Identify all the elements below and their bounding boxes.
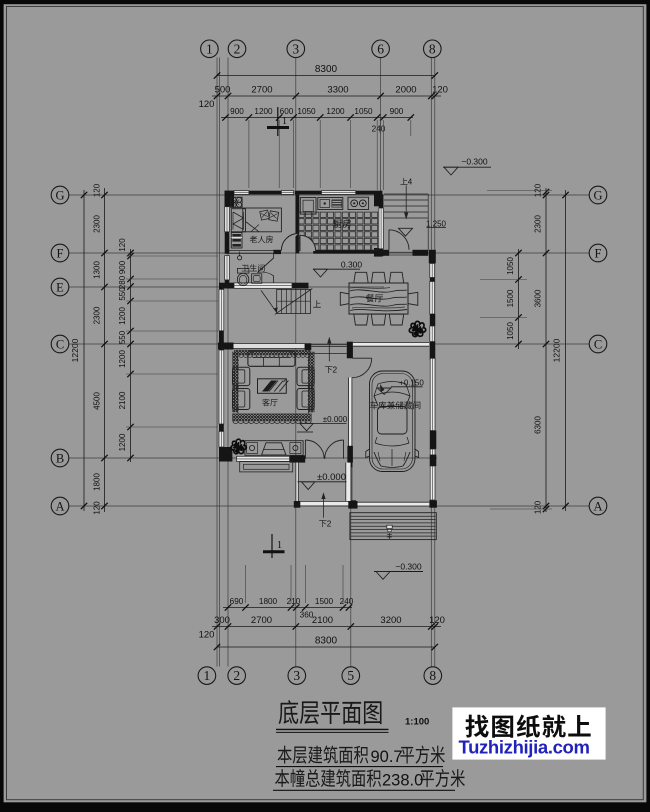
svg-text:120: 120 (432, 85, 448, 96)
svg-text:B: B (56, 451, 64, 465)
svg-text:120: 120 (93, 501, 102, 515)
svg-text:12200: 12200 (552, 338, 562, 362)
svg-text:1500: 1500 (506, 289, 515, 307)
svg-text:−0.300: −0.300 (461, 157, 488, 167)
svg-text:2300: 2300 (534, 215, 543, 233)
svg-text:6: 6 (377, 41, 384, 56)
svg-text:2: 2 (332, 365, 337, 375)
svg-text:1.250: 1.250 (426, 219, 447, 228)
svg-text:±0.000: ±0.000 (323, 415, 348, 424)
svg-text:1050: 1050 (506, 257, 515, 275)
svg-text:240: 240 (372, 125, 386, 134)
svg-text:3300: 3300 (327, 85, 348, 96)
svg-text:900: 900 (118, 260, 127, 274)
svg-text:0.300: 0.300 (341, 260, 363, 270)
svg-text:F: F (595, 246, 602, 260)
svg-text:1800: 1800 (259, 597, 278, 606)
svg-text:1200: 1200 (118, 350, 127, 368)
svg-text:8: 8 (429, 668, 436, 683)
svg-text:690: 690 (230, 597, 244, 606)
svg-text:900: 900 (390, 107, 404, 116)
svg-text:2100: 2100 (312, 615, 333, 626)
svg-text:1200: 1200 (118, 307, 127, 325)
svg-text:550: 550 (118, 287, 127, 301)
svg-text:+0.150: +0.150 (399, 379, 424, 388)
svg-text:120: 120 (199, 99, 215, 110)
svg-text:A: A (593, 499, 602, 513)
svg-text:2700: 2700 (251, 85, 272, 96)
svg-text:2: 2 (234, 41, 241, 56)
svg-text:1200: 1200 (326, 107, 345, 116)
svg-text:120: 120 (534, 500, 543, 514)
svg-text:550: 550 (118, 330, 127, 344)
svg-text:238.0: 238.0 (382, 772, 423, 790)
svg-text:2300: 2300 (93, 306, 102, 324)
svg-text:3: 3 (292, 41, 299, 56)
svg-text:1:100: 1:100 (405, 717, 429, 728)
svg-text:A: A (55, 499, 64, 513)
svg-text:1200: 1200 (254, 107, 273, 116)
svg-text:5: 5 (347, 668, 354, 683)
svg-text:2000: 2000 (395, 85, 416, 96)
svg-text:280: 280 (118, 275, 127, 289)
svg-text:1: 1 (206, 41, 213, 56)
svg-text:F: F (57, 246, 64, 260)
svg-text:4: 4 (408, 178, 413, 187)
svg-text:1: 1 (204, 668, 211, 683)
svg-text:6300: 6300 (534, 416, 543, 434)
svg-text:1500: 1500 (315, 597, 334, 606)
svg-text:4500: 4500 (93, 392, 102, 410)
svg-text:120: 120 (199, 630, 215, 641)
svg-text:2: 2 (233, 668, 240, 683)
svg-text:C: C (594, 337, 602, 351)
svg-text:1050: 1050 (354, 107, 373, 116)
svg-text:8: 8 (429, 41, 436, 56)
svg-text:2100: 2100 (118, 391, 127, 409)
svg-text:G: G (593, 188, 602, 202)
svg-text:8300: 8300 (315, 64, 338, 75)
svg-text:1050: 1050 (297, 107, 316, 116)
svg-text:8300: 8300 (315, 636, 338, 647)
svg-text:240: 240 (340, 597, 354, 606)
svg-text:90.7: 90.7 (371, 748, 403, 766)
svg-text:Tuzhizhijia.com: Tuzhizhijia.com (459, 737, 590, 758)
svg-text:G: G (55, 188, 64, 202)
svg-text:210: 210 (287, 597, 301, 606)
svg-text:120: 120 (118, 238, 127, 252)
svg-text:−0.300: −0.300 (395, 562, 422, 572)
svg-text:C: C (56, 337, 64, 351)
svg-text:900: 900 (230, 107, 244, 116)
svg-text:3200: 3200 (380, 615, 401, 626)
svg-text:300: 300 (214, 615, 230, 626)
svg-text:1800: 1800 (93, 473, 102, 491)
svg-text:1: 1 (277, 540, 282, 551)
svg-text:1: 1 (282, 116, 287, 127)
svg-text:120: 120 (93, 183, 102, 197)
svg-text:360: 360 (300, 611, 314, 620)
svg-text:2: 2 (327, 519, 332, 529)
svg-text:1050: 1050 (506, 322, 515, 340)
svg-text:1300: 1300 (93, 261, 102, 279)
svg-text:E: E (56, 280, 64, 294)
svg-text:2300: 2300 (93, 215, 102, 233)
svg-text:1200: 1200 (118, 433, 127, 451)
svg-text:12200: 12200 (70, 338, 80, 362)
svg-text:500: 500 (215, 85, 231, 96)
svg-text:600: 600 (280, 107, 294, 116)
svg-text:3: 3 (293, 668, 300, 683)
svg-text:3600: 3600 (534, 289, 543, 307)
svg-text:±0.000: ±0.000 (317, 472, 346, 483)
svg-text:120: 120 (429, 615, 445, 626)
svg-text:2700: 2700 (251, 615, 272, 626)
